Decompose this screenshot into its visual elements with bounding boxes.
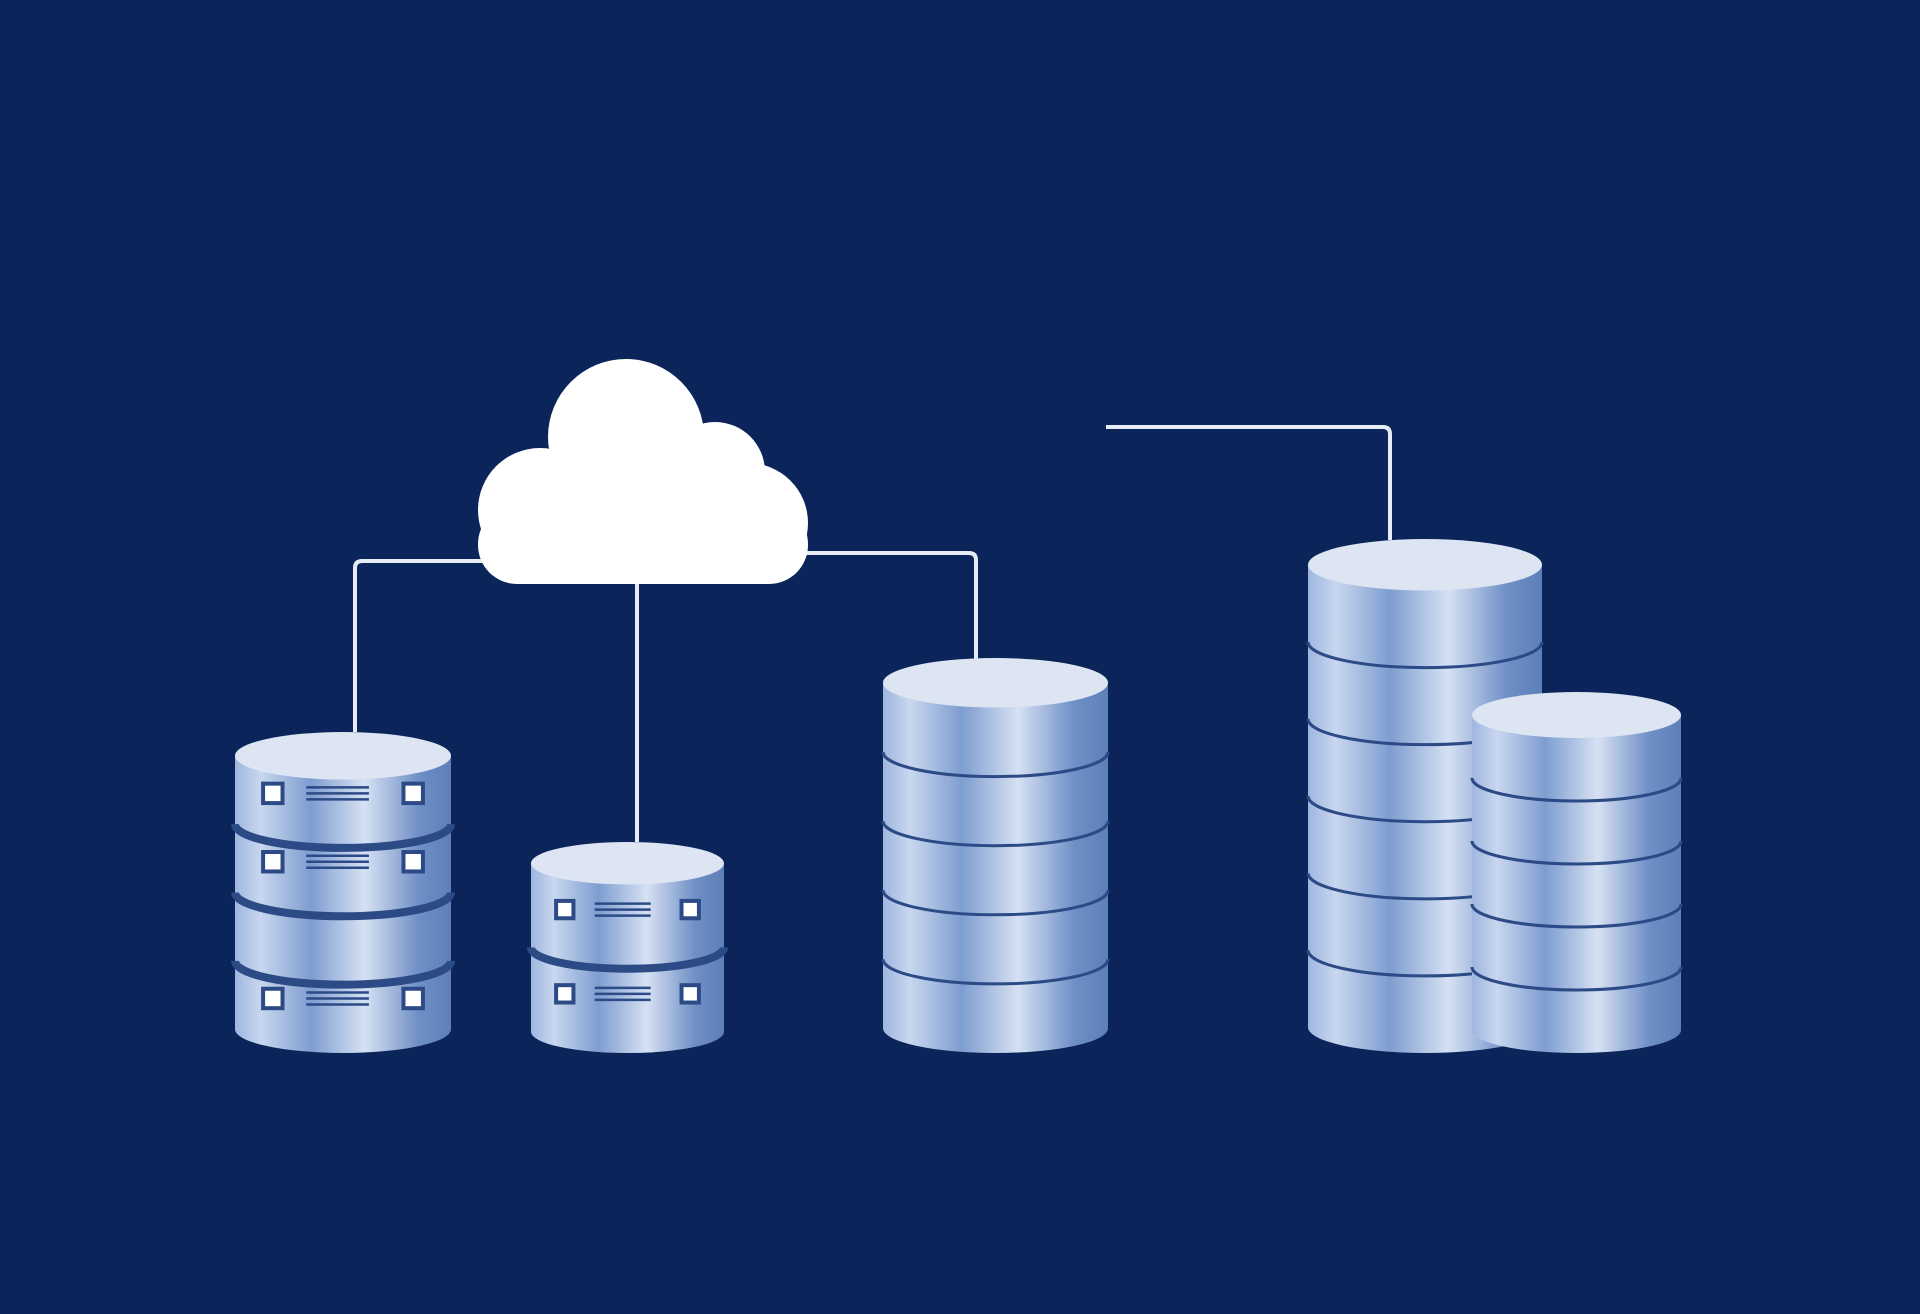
server-database-large xyxy=(231,732,455,1053)
segment-divider xyxy=(881,958,1110,986)
server-database-small xyxy=(527,842,728,1053)
cylinder-top xyxy=(235,732,451,780)
database-stack-medium xyxy=(881,658,1110,1053)
server-slot-icon xyxy=(554,898,701,921)
segment-divider xyxy=(881,820,1110,848)
segment-divider xyxy=(231,960,455,989)
connector-line-left xyxy=(353,559,500,732)
cylinder-body xyxy=(531,863,724,1053)
connector-line-right xyxy=(790,551,978,660)
segment-divider xyxy=(1470,840,1683,866)
segment-divider xyxy=(881,889,1110,917)
cylinder-body xyxy=(883,682,1108,1053)
segment-divider xyxy=(1470,903,1683,929)
server-slot-icon xyxy=(261,850,425,874)
segment-divider xyxy=(527,946,728,973)
cylinder-top xyxy=(531,842,724,885)
server-slot-icon xyxy=(261,986,425,1011)
server-slot-icon xyxy=(261,781,425,806)
segment-divider xyxy=(1306,641,1544,670)
segment-divider xyxy=(881,751,1110,779)
segment-divider xyxy=(1470,777,1683,803)
connector-line-top-right xyxy=(1106,425,1392,540)
connector-lines xyxy=(353,425,1392,842)
segment-divider xyxy=(231,823,455,852)
cylinder-top xyxy=(1472,692,1681,738)
cylinder-body xyxy=(1472,714,1681,1053)
segment-divider xyxy=(1470,966,1683,992)
cloud-icon xyxy=(478,359,808,584)
segment-divider xyxy=(231,891,455,921)
cylinder-top xyxy=(1308,539,1542,591)
database-stack-front xyxy=(1470,692,1683,1053)
server-slot-icon xyxy=(554,983,701,1005)
cylinder-top xyxy=(883,658,1108,708)
